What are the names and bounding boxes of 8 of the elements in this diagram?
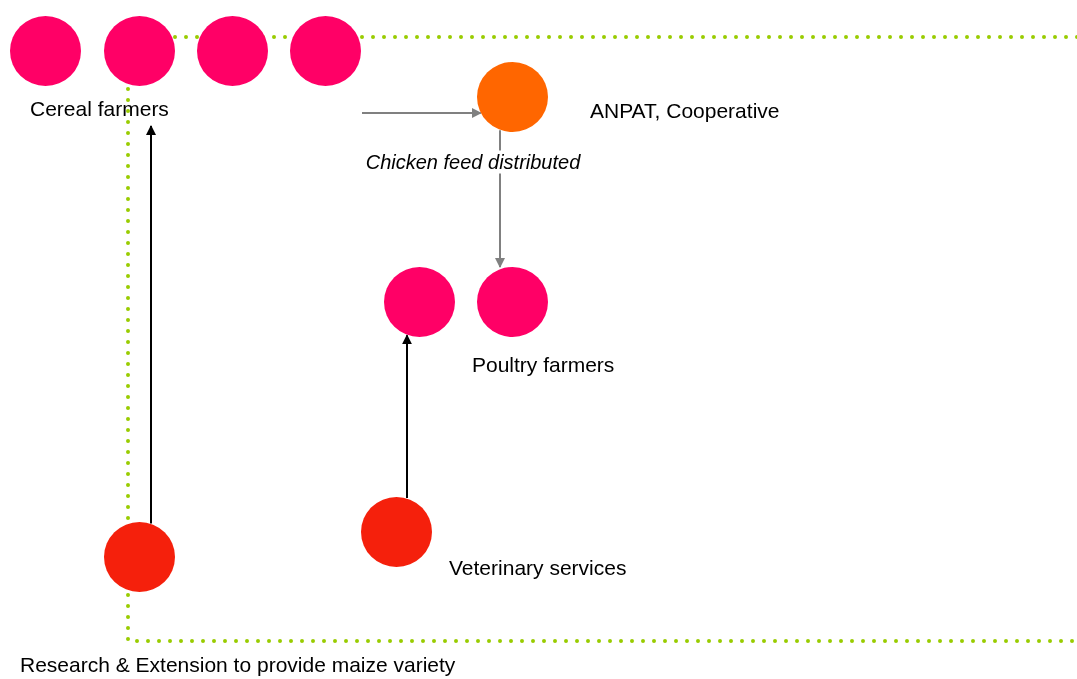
group-label: Cereal farmers xyxy=(30,97,169,121)
arrow xyxy=(402,334,412,500)
node-caption: Veterinary services xyxy=(449,556,627,580)
arrow xyxy=(146,125,156,525)
group-label: Poultry farmers xyxy=(472,353,615,377)
node-caption: Research & Extension to provide maize variety xyxy=(20,653,456,677)
arrow xyxy=(361,108,482,118)
node-caption: ANPAT, Cooperative xyxy=(590,99,780,123)
